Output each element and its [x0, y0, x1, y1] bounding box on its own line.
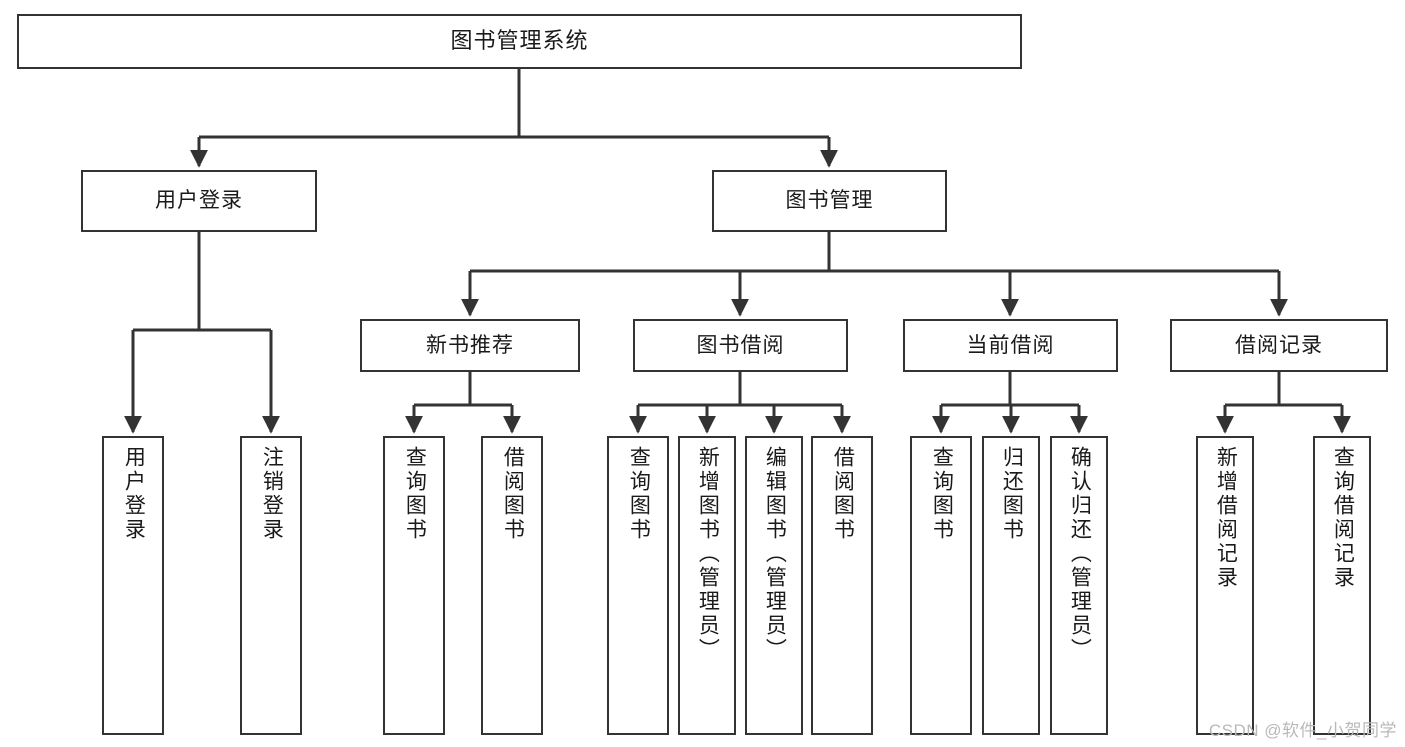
node-leaf-borrow-book-recommend[interactable]: 借阅图书 — [481, 436, 543, 735]
node-leaf-add-borrow-record-label: 新增借阅记录 — [1214, 446, 1238, 590]
node-leaf-query-book-current-label: 查询图书 — [930, 446, 954, 542]
node-leaf-borrow-book-recommend-label: 借阅图书 — [501, 446, 525, 542]
node-leaf-borrow-book-label: 借阅图书 — [831, 446, 855, 542]
node-leaf-return-book-label: 归还图书 — [1000, 446, 1024, 542]
node-leaf-user-login[interactable]: 用户登录 — [102, 436, 164, 735]
csdn-watermark: CSDN @软件_小贺同学 — [1208, 721, 1397, 740]
node-leaf-logout[interactable]: 注销登录 — [240, 436, 302, 735]
node-leaf-query-book-recommend[interactable]: 查询图书 — [383, 436, 445, 735]
node-leaf-add-book[interactable]: 新增图书（管理员） — [678, 436, 736, 735]
node-borrow-record-label: 借阅记录 — [1235, 333, 1323, 357]
node-root-label: 图书管理系统 — [450, 28, 589, 54]
node-new-book-recommend-label: 新书推荐 — [426, 333, 514, 357]
node-current-borrow-label: 当前借阅 — [966, 333, 1055, 357]
node-leaf-add-borrow-record[interactable]: 新增借阅记录 — [1196, 436, 1254, 735]
node-leaf-query-book[interactable]: 查询图书 — [607, 436, 669, 735]
node-root-system[interactable]: 图书管理系统 — [17, 14, 1022, 69]
node-leaf-return-book[interactable]: 归还图书 — [982, 436, 1040, 735]
node-book-borrow-label: 图书借阅 — [696, 333, 785, 357]
node-leaf-borrow-book[interactable]: 借阅图书 — [811, 436, 873, 735]
node-user-login[interactable]: 用户登录 — [81, 170, 317, 232]
node-book-management-label: 图书管理 — [785, 189, 874, 213]
node-leaf-query-book-label: 查询图书 — [627, 446, 651, 542]
node-leaf-edit-book-label: 编辑图书（管理员） — [763, 446, 787, 662]
node-new-book-recommend[interactable]: 新书推荐 — [360, 319, 580, 372]
node-leaf-query-borrow-record[interactable]: 查询借阅记录 — [1313, 436, 1371, 735]
node-leaf-query-borrow-record-label: 查询借阅记录 — [1331, 446, 1355, 590]
node-leaf-query-book-recommend-label: 查询图书 — [403, 446, 427, 542]
node-leaf-edit-book[interactable]: 编辑图书（管理员） — [745, 436, 803, 735]
node-user-login-label: 用户登录 — [155, 189, 243, 213]
node-book-management[interactable]: 图书管理 — [712, 170, 947, 232]
node-current-borrow[interactable]: 当前借阅 — [903, 319, 1118, 372]
node-leaf-logout-label: 注销登录 — [260, 446, 284, 542]
node-borrow-record[interactable]: 借阅记录 — [1170, 319, 1388, 372]
node-leaf-user-login-label: 用户登录 — [122, 446, 146, 542]
node-book-borrow[interactable]: 图书借阅 — [633, 319, 848, 372]
node-leaf-confirm-return[interactable]: 确认归还（管理员） — [1050, 436, 1108, 735]
node-leaf-confirm-return-label: 确认归还（管理员） — [1068, 446, 1092, 662]
node-leaf-add-book-label: 新增图书（管理员） — [696, 446, 720, 662]
node-leaf-query-book-current[interactable]: 查询图书 — [910, 436, 972, 735]
